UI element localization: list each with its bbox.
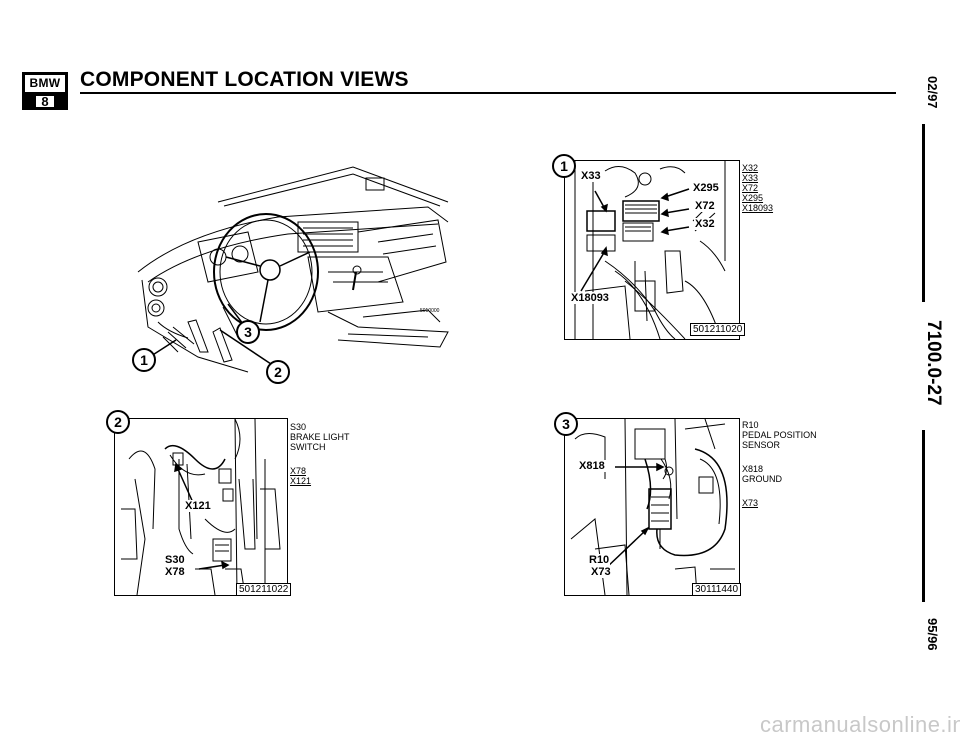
fig3-legend-pedal: PEDAL POSITION bbox=[742, 430, 817, 440]
fig2-legend-x78: X78 bbox=[290, 466, 307, 476]
fig1-legend-x33: X33 bbox=[742, 173, 759, 183]
fig1-label-x295: X295 bbox=[692, 182, 720, 194]
figure-2-legend: S30 BRAKE LIGHT SWITCH X78 X121 bbox=[290, 422, 350, 486]
dashboard-drawing: 5010000 bbox=[137, 166, 449, 373]
header-rule bbox=[80, 92, 896, 94]
overview-illustration: 5010000 bbox=[128, 162, 458, 384]
fig3-legend-x818: X818 bbox=[742, 464, 764, 474]
overview-small-code: 5010000 bbox=[420, 308, 440, 314]
fig3-label-r10: R10 bbox=[588, 554, 611, 566]
side-rule-2 bbox=[922, 430, 925, 602]
fig3-legend-x73: X73 bbox=[742, 498, 759, 508]
figure-3-callout: 3 bbox=[554, 412, 578, 436]
side-date-top: 02/97 bbox=[925, 76, 940, 109]
logo-series-text: 8 bbox=[36, 95, 54, 108]
figure-1-detail bbox=[564, 160, 740, 340]
fig1-legend-x72: X72 bbox=[742, 183, 759, 193]
fig2-legend-switch: SWITCH bbox=[290, 442, 326, 452]
fig3-legend-r10: R10 bbox=[742, 420, 759, 430]
fig3-label-x818: X818 bbox=[578, 460, 606, 472]
side-page-code: 7100.0-27 bbox=[923, 320, 944, 406]
figure-2-callout: 2 bbox=[106, 410, 130, 434]
figure-2-detail bbox=[114, 418, 288, 596]
fig1-label-x18093: X18093 bbox=[570, 292, 610, 304]
figure-3-detail bbox=[564, 418, 740, 596]
page-title: COMPONENT LOCATION VIEWS bbox=[80, 68, 409, 91]
fig1-legend-x32: X32 bbox=[742, 163, 759, 173]
fig1-label-x72: X72 bbox=[694, 200, 716, 212]
figure-1-legend: X32 X33 X72 X295 X18093 bbox=[742, 163, 773, 213]
watermark: carmanualsonline.info bbox=[760, 712, 960, 737]
overview-callout-3: 3 bbox=[236, 320, 260, 344]
fig1-legend-x295: X295 bbox=[742, 193, 764, 203]
fig2-label-x78: X78 bbox=[164, 566, 186, 578]
figure-1-ref: 501211020 bbox=[690, 323, 746, 336]
figure-1-drawing bbox=[574, 161, 726, 339]
overview-callout-1: 1 bbox=[132, 348, 156, 372]
bmw-logo: BMW 8 bbox=[22, 72, 68, 110]
figure-3-drawing bbox=[570, 419, 735, 595]
fig2-legend-s30: S30 bbox=[290, 422, 307, 432]
figure-2-ref: 501211022 bbox=[236, 583, 292, 596]
fig2-label-x121: X121 bbox=[184, 500, 212, 512]
fig2-label-s30: S30 bbox=[164, 554, 186, 566]
figure-1-callout: 1 bbox=[552, 154, 576, 178]
fig1-label-x33: X33 bbox=[580, 170, 602, 182]
fig3-legend-ground: GROUND bbox=[742, 474, 782, 484]
figure-3-legend: R10 PEDAL POSITION SENSOR X818 GROUND X7… bbox=[742, 420, 817, 508]
logo-bmw-text: BMW bbox=[25, 75, 65, 94]
figure-3-ref: 30111440 bbox=[692, 583, 742, 596]
side-rule-1 bbox=[922, 124, 925, 302]
figure-2-drawing bbox=[121, 419, 281, 595]
fig3-label-x73: X73 bbox=[590, 566, 612, 578]
side-date-bottom: 95/96 bbox=[925, 618, 940, 651]
fig2-legend-brake: BRAKE LIGHT bbox=[290, 432, 350, 442]
fig3-legend-sensor: SENSOR bbox=[742, 440, 781, 450]
fig1-legend-x18093: X18093 bbox=[742, 203, 774, 213]
overview-callout-2: 2 bbox=[266, 360, 290, 384]
fig1-label-x32: X32 bbox=[694, 218, 716, 230]
fig2-legend-x121: X121 bbox=[290, 476, 312, 486]
